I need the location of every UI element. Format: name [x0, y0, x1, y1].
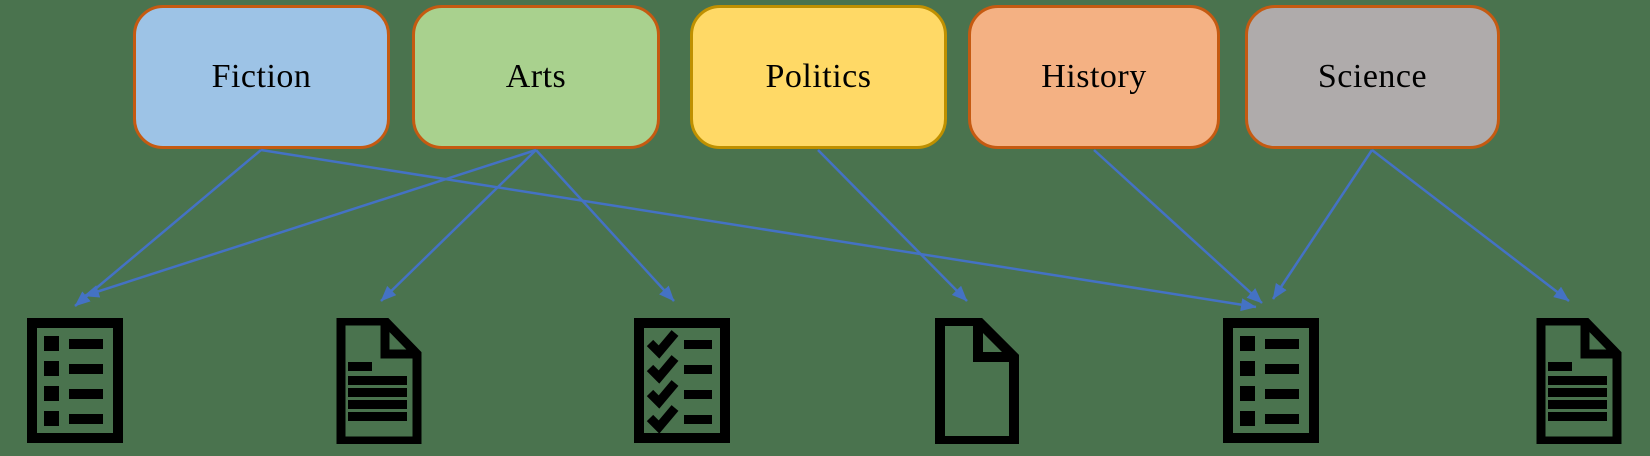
checklist-document-icon — [634, 318, 730, 444]
arrow-fiction-to-doc5 — [260, 148, 1257, 312]
arrow-arts-to-doc2 — [380, 149, 537, 302]
category-label-arts: Arts — [505, 58, 567, 95]
text-document-icon — [1529, 318, 1625, 444]
arrow-science-to-doc6 — [1371, 149, 1570, 302]
text-document-icon — [329, 318, 425, 444]
category-label-politics: Politics — [765, 58, 872, 95]
category-label-fiction: Fiction — [211, 58, 312, 95]
arrow-history-to-doc5 — [1093, 149, 1263, 304]
arrow-arts-to-doc3 — [535, 149, 675, 302]
arrow-politics-to-doc4 — [817, 149, 968, 302]
category-box-science: Science — [1245, 5, 1500, 149]
arrow-arts-to-doc1 — [83, 148, 537, 298]
list-document-icon — [1223, 318, 1319, 444]
list-document-icon — [27, 318, 123, 444]
arrow-fiction-to-doc1 — [74, 149, 262, 307]
category-box-politics: Politics — [690, 5, 947, 149]
category-box-history: History — [968, 5, 1220, 149]
category-box-fiction: Fiction — [133, 5, 390, 149]
blank-document-icon — [926, 318, 1022, 444]
category-box-arts: Arts — [412, 5, 660, 149]
category-label-history: History — [1041, 58, 1147, 95]
arrow-science-to-doc5 — [1271, 149, 1374, 300]
category-label-science: Science — [1317, 58, 1428, 95]
